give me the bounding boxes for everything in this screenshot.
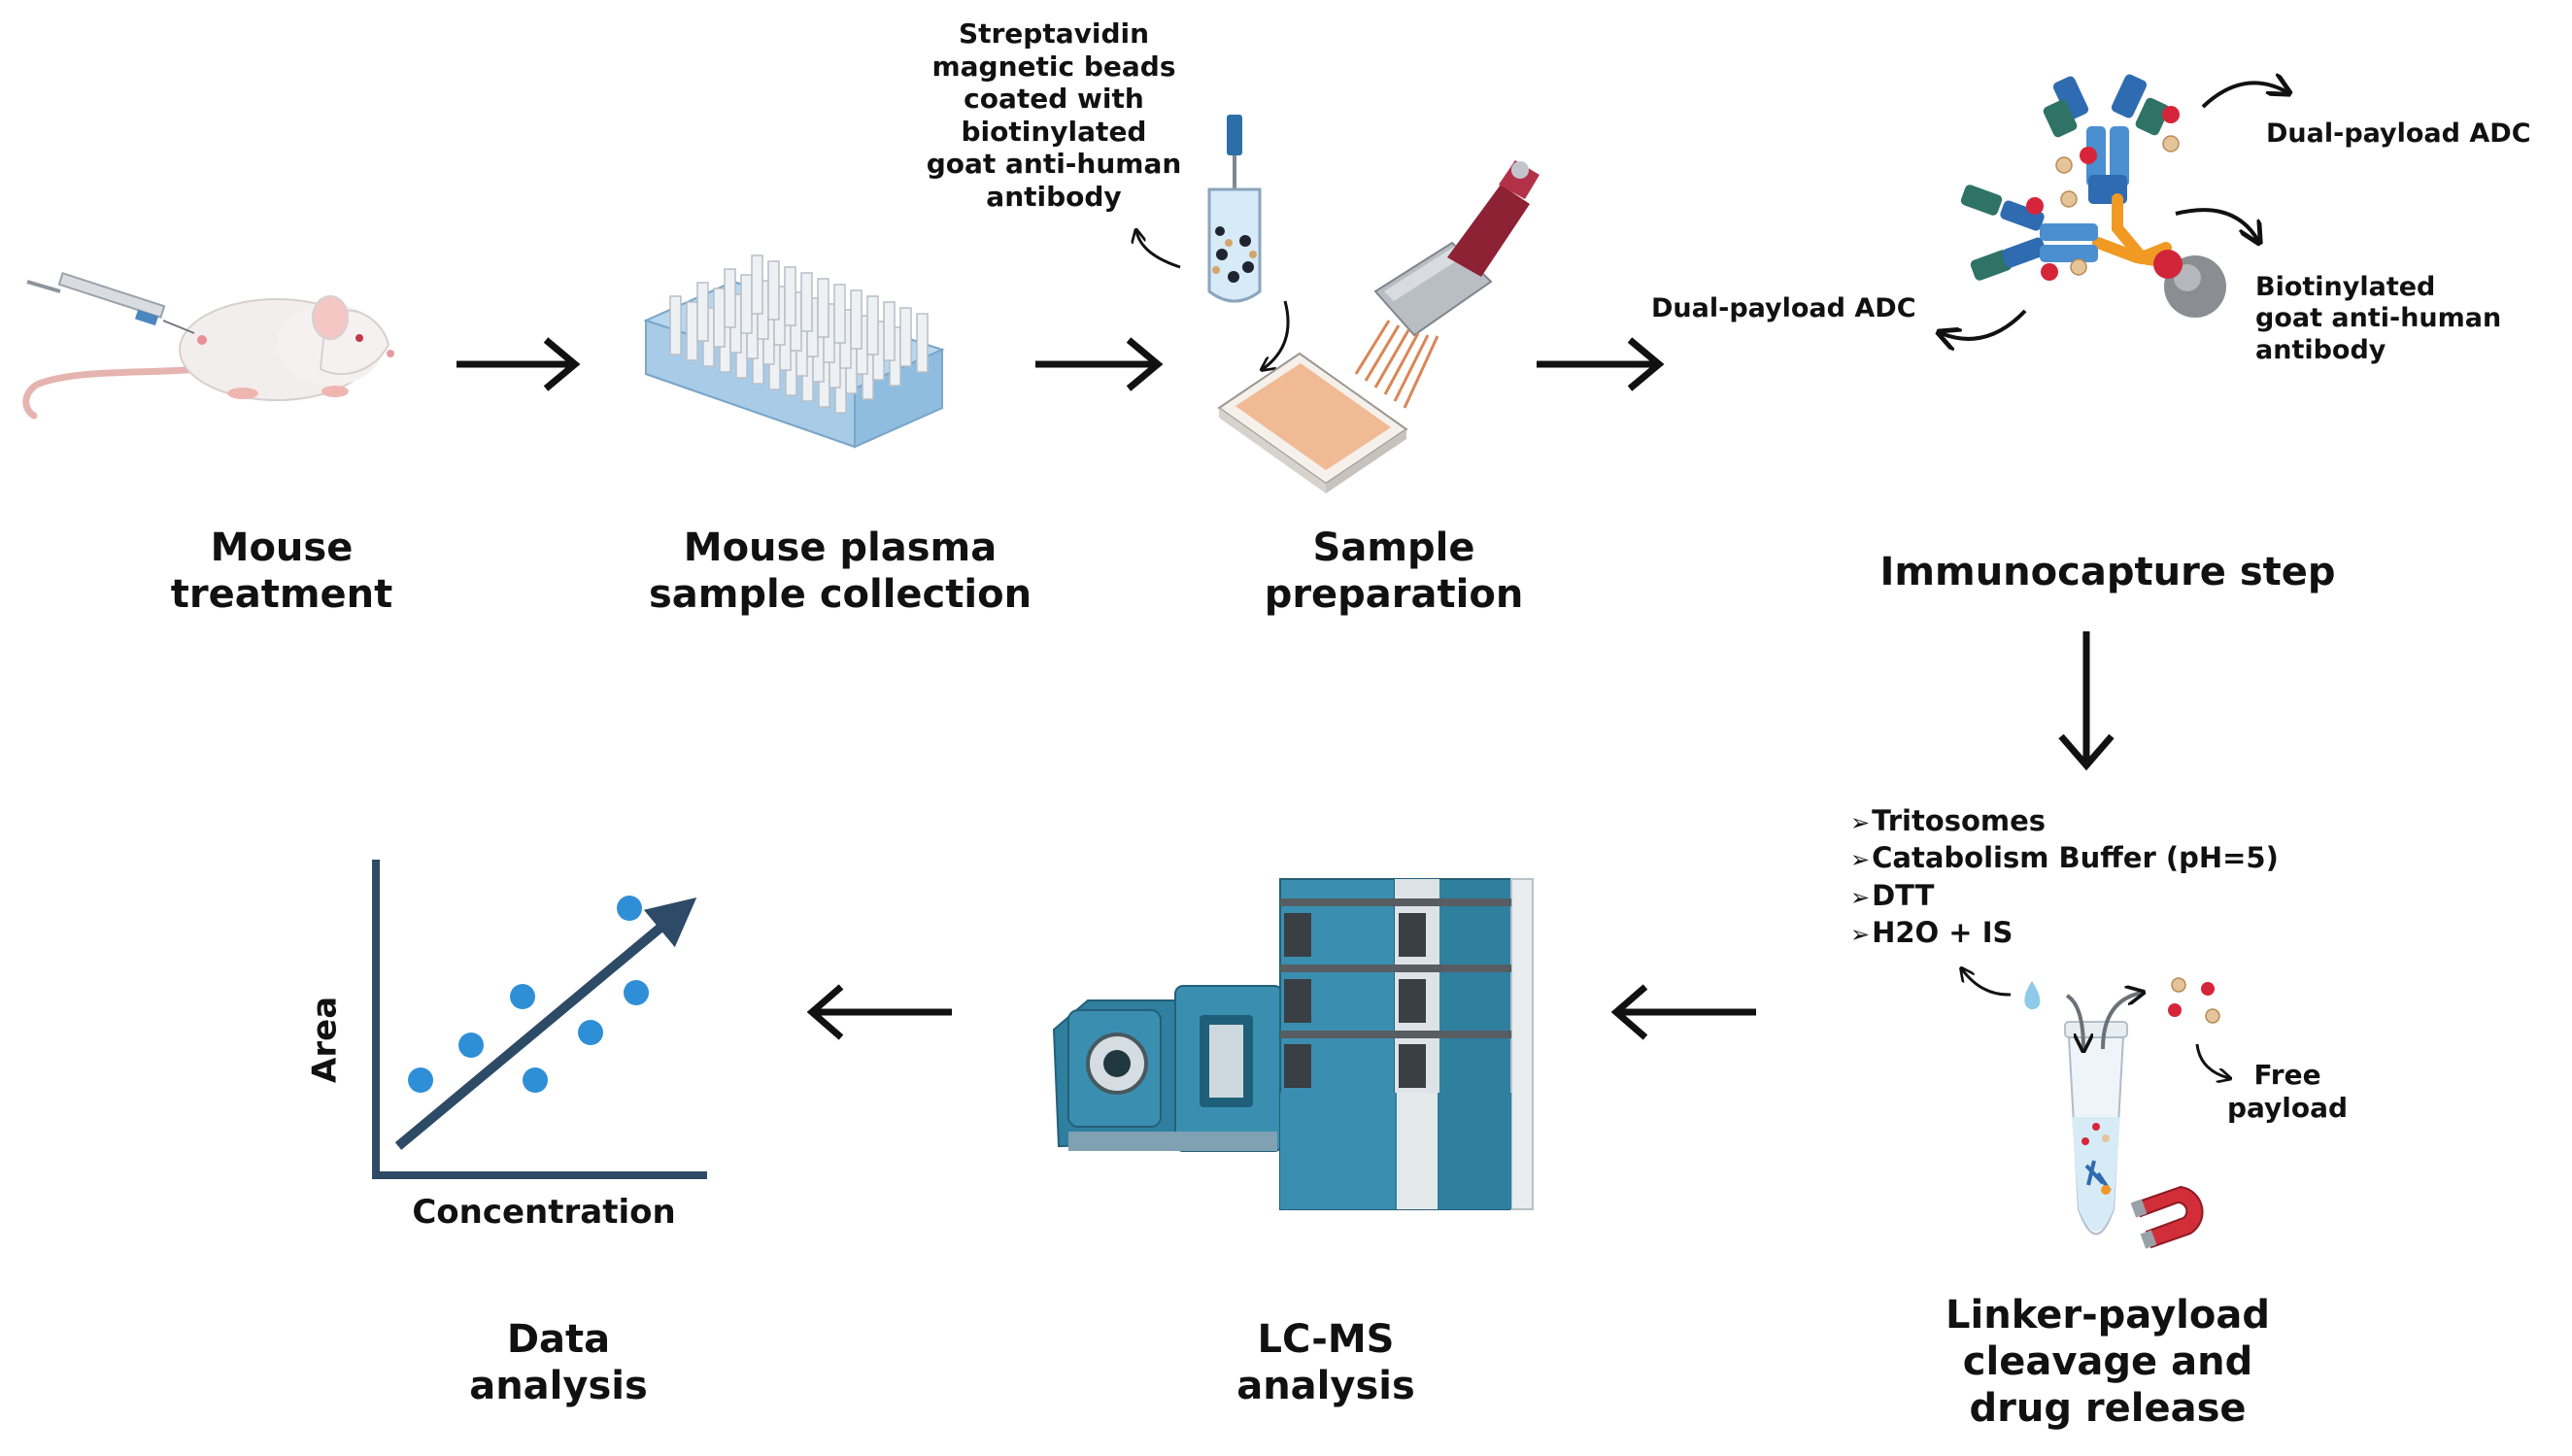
data-point bbox=[624, 980, 649, 1005]
step-cleavage: Linker-payload cleavage and drug release bbox=[1946, 1293, 2270, 1431]
step-plasma-collection: Mouse plasma sample collection bbox=[648, 525, 1032, 617]
bead-tube-icon bbox=[1207, 115, 1262, 303]
curved-arrow-drop bbox=[1962, 969, 2012, 997]
curved-arrow-beads bbox=[1136, 231, 1181, 269]
reagent-item: ➢Tritosomes bbox=[1850, 804, 2047, 837]
step-lcms: LC-MS analysis bbox=[1236, 1317, 1415, 1408]
data-point bbox=[578, 1020, 603, 1045]
biotinylated-antibody-label: Biotinylated goat anti-human antibody bbox=[2255, 272, 2502, 365]
dual-payload-adc-lower bbox=[1960, 185, 2098, 281]
flow-arrow-2 bbox=[1035, 337, 1164, 391]
step-data-analysis: Data analysis bbox=[469, 1317, 648, 1408]
step-immunocapture: Immunocapture step bbox=[1879, 550, 2336, 594]
reagent-item: ➢H2O + IS bbox=[1850, 915, 2014, 949]
free-payload-label: Free payload bbox=[2226, 1059, 2349, 1124]
reagent-item: ➢Catabolism Buffer (pH=5) bbox=[1850, 841, 2279, 875]
dual-payload-label-left: Dual-payload ADC bbox=[1651, 293, 1916, 323]
data-point bbox=[408, 1067, 433, 1093]
beads-annotation: Streptavidin magnetic beads coated with … bbox=[926, 17, 1182, 213]
plot-xlabel: Concentration bbox=[412, 1193, 676, 1232]
plot-ylabel: Area bbox=[305, 996, 345, 1083]
data-point bbox=[510, 984, 535, 1009]
step-mouse-treatment: Mouse treatment bbox=[170, 525, 393, 617]
flow-arrow-left-2 bbox=[806, 984, 952, 1040]
curved-arrow-adc-left bbox=[1941, 309, 2027, 339]
syringe-icon bbox=[26, 272, 195, 334]
reagent-list: ➢Tritosomes ➢Catabolism Buffer (pH=5) ➢D… bbox=[1850, 802, 2279, 951]
tube-rack-icon bbox=[643, 254, 945, 449]
flow-arrow-down bbox=[2058, 631, 2115, 771]
curved-arrow-adc-right bbox=[2201, 83, 2287, 109]
data-point bbox=[617, 896, 642, 921]
data-point bbox=[523, 1067, 548, 1093]
lcms-instrument-icon bbox=[1052, 878, 1534, 1210]
flow-arrow-1 bbox=[457, 337, 581, 391]
magnet-icon bbox=[2130, 1185, 2204, 1249]
dual-payload-adc-upper bbox=[2043, 74, 2170, 204]
trend-arrow bbox=[394, 897, 697, 1150]
well-plate-icon bbox=[1217, 352, 1408, 493]
mouse-icon bbox=[22, 272, 394, 420]
curved-arrow-to-plate bbox=[1263, 300, 1290, 369]
dual-payload-label-right: Dual-payload ADC bbox=[2266, 119, 2531, 149]
cleavage-tube-icon bbox=[2064, 1021, 2128, 1236]
antibody-capture-icon bbox=[1960, 74, 2226, 318]
arrow-into-tube-2 bbox=[2101, 993, 2142, 1050]
water-drop-icon bbox=[2024, 981, 2041, 1010]
curved-arrow-payload bbox=[2195, 1043, 2229, 1078]
arrow-into-tube-1 bbox=[2065, 994, 2083, 1049]
reagent-item: ➢DTT bbox=[1850, 878, 1935, 912]
calibration-plot bbox=[372, 860, 707, 1179]
multichannel-pipette-icon bbox=[1354, 160, 1540, 409]
flow-arrow-3 bbox=[1537, 337, 1665, 391]
data-point bbox=[458, 1033, 484, 1058]
step-sample-preparation: Sample preparation bbox=[1264, 525, 1524, 617]
curved-arrow-antibody bbox=[2175, 208, 2258, 241]
free-payload-icon bbox=[2168, 977, 2220, 1024]
flow-arrow-left-1 bbox=[1610, 984, 1756, 1040]
